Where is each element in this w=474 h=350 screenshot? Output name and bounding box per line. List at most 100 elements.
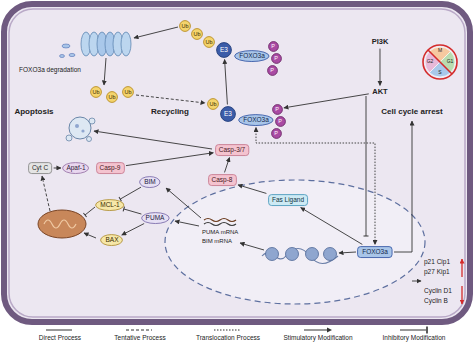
legend-arrowhead	[327, 328, 332, 333]
node-text: Casp-8	[212, 176, 233, 183]
apoptotic-cell	[66, 117, 95, 142]
protein-ellipse: BAX	[100, 234, 123, 246]
node-label: Casp-3/7	[219, 146, 245, 153]
arrow-connector	[54, 167, 61, 168]
node-outline	[63, 163, 89, 174]
chromatin	[262, 248, 338, 264]
inhibition-connector	[120, 187, 141, 199]
phosphate-circle: P	[271, 53, 282, 64]
process-label: FOXO3a degradation	[19, 66, 81, 73]
node-outline	[271, 128, 281, 138]
phosphate-circle: P	[267, 65, 278, 76]
mrna-strand	[204, 219, 236, 222]
nucleus	[165, 180, 425, 304]
node-outline	[221, 107, 236, 122]
legend-label: Stimulatory Modification	[284, 334, 353, 341]
node-label: PUMA	[146, 214, 165, 221]
node-text: Ub	[108, 94, 115, 100]
kinase-label: PI3K	[370, 37, 391, 47]
node-label: Ub	[209, 101, 216, 107]
mito-outer	[38, 210, 86, 238]
node-outline	[217, 43, 232, 58]
phase-label: G2	[427, 59, 434, 65]
legend-line	[126, 330, 152, 331]
legend-label: Direct Process	[39, 334, 81, 341]
node-label: PI3K	[372, 38, 389, 46]
protein-ellipse: FOXO3a	[234, 50, 270, 62]
node-label: Casp-8	[212, 176, 233, 183]
legend-line	[46, 330, 72, 331]
protein-fragment	[60, 55, 65, 58]
ubiquitin-circle: Ub	[203, 36, 215, 48]
node-text: Ub	[181, 23, 188, 29]
node-text: Ub	[193, 31, 200, 37]
node-text: Ub	[92, 89, 99, 95]
activation-arrow	[84, 233, 96, 238]
legend-entry: Direct Process	[39, 326, 81, 341]
node-outline	[180, 21, 191, 32]
proteasome-ring	[121, 32, 131, 56]
node-label: BIM	[144, 178, 156, 185]
node-label: E3	[224, 110, 232, 117]
release-arrow	[104, 58, 106, 85]
node-label: P	[270, 67, 274, 73]
node-label: Ub	[193, 31, 200, 37]
arrow-connector	[301, 208, 363, 245]
binding-arrow	[339, 252, 356, 253]
cell-cycle-icon	[423, 45, 457, 79]
membrane-inner-line	[9, 9, 465, 317]
node-outline	[96, 200, 124, 211]
node-text: Fas Ligand	[272, 196, 304, 203]
node-label: FOXO3a	[239, 52, 265, 59]
node-text: BAX	[105, 236, 118, 243]
protein-ellipse: Apaf-1	[62, 162, 89, 174]
bleb	[87, 137, 92, 142]
node-text: FOXO3a	[243, 116, 269, 123]
protein-ellipse: BIM	[139, 176, 161, 188]
caspase-box: Casp-3/7	[215, 144, 249, 156]
arrow-connector	[225, 59, 228, 104]
node-text: Ub	[124, 89, 131, 95]
node-label: Casp-9	[100, 164, 121, 171]
mrna-label: PUMA mRNA	[202, 229, 238, 236]
translation-arrow	[175, 221, 199, 226]
node-text: PI3K	[372, 38, 389, 46]
node-outline	[204, 37, 215, 48]
dna	[262, 249, 338, 264]
node-label: P	[274, 130, 278, 136]
gene-label: p27 Kip1	[424, 268, 450, 275]
bleb	[89, 118, 95, 124]
cell-cycle-arrow	[394, 121, 412, 252]
legend-line	[400, 330, 426, 331]
regulation-arrow	[412, 281, 421, 282]
node-label: Apaf-1	[66, 164, 85, 171]
phase-label: S	[438, 70, 441, 76]
protein-fragment	[69, 53, 75, 56]
mrna-strand	[204, 223, 236, 226]
node-outline	[123, 87, 134, 98]
node-label: Ub	[108, 94, 115, 100]
phosphate-circle: P	[268, 41, 279, 52]
node-label: BAX	[105, 236, 118, 243]
fragment	[75, 124, 79, 128]
protein-box: Cyt C	[28, 162, 52, 174]
outcome-label: Apoptosis	[14, 108, 53, 117]
node-outline	[267, 65, 277, 75]
legend-sample	[398, 326, 430, 334]
node-text: P	[274, 130, 278, 136]
legend-line	[304, 330, 330, 331]
node-text: Casp-3/7	[219, 146, 245, 153]
bleb	[66, 135, 72, 141]
protein-fragment	[62, 44, 70, 48]
mrna	[204, 219, 236, 226]
arrow-connector	[379, 49, 380, 86]
node-label: Cyt C	[32, 164, 48, 171]
node-text: P	[275, 106, 279, 112]
process-label: Recycling	[151, 108, 189, 117]
node-label: Ub	[124, 89, 131, 95]
arrow-connector	[126, 153, 213, 166]
nucleosome	[266, 248, 279, 261]
node-text: E3	[224, 110, 232, 117]
